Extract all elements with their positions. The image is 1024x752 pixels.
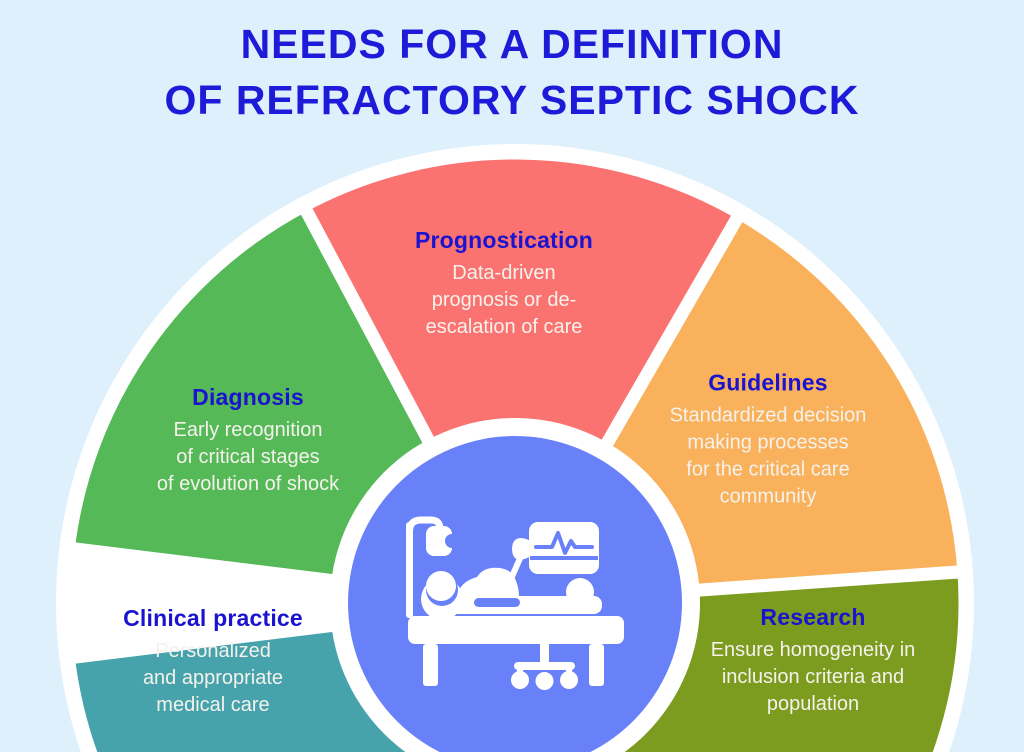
patient-in-icu-bed-icon	[406, 516, 624, 690]
ecg-trace	[534, 531, 594, 555]
main-title: NEEDS FOR A DEFINITION OF REFRACTORY SEP…	[0, 16, 1024, 128]
main-title-line-2: OF REFRACTORY SEPTIC SHOCK	[164, 77, 860, 123]
main-title-line-1: NEEDS FOR A DEFINITION	[240, 21, 784, 67]
